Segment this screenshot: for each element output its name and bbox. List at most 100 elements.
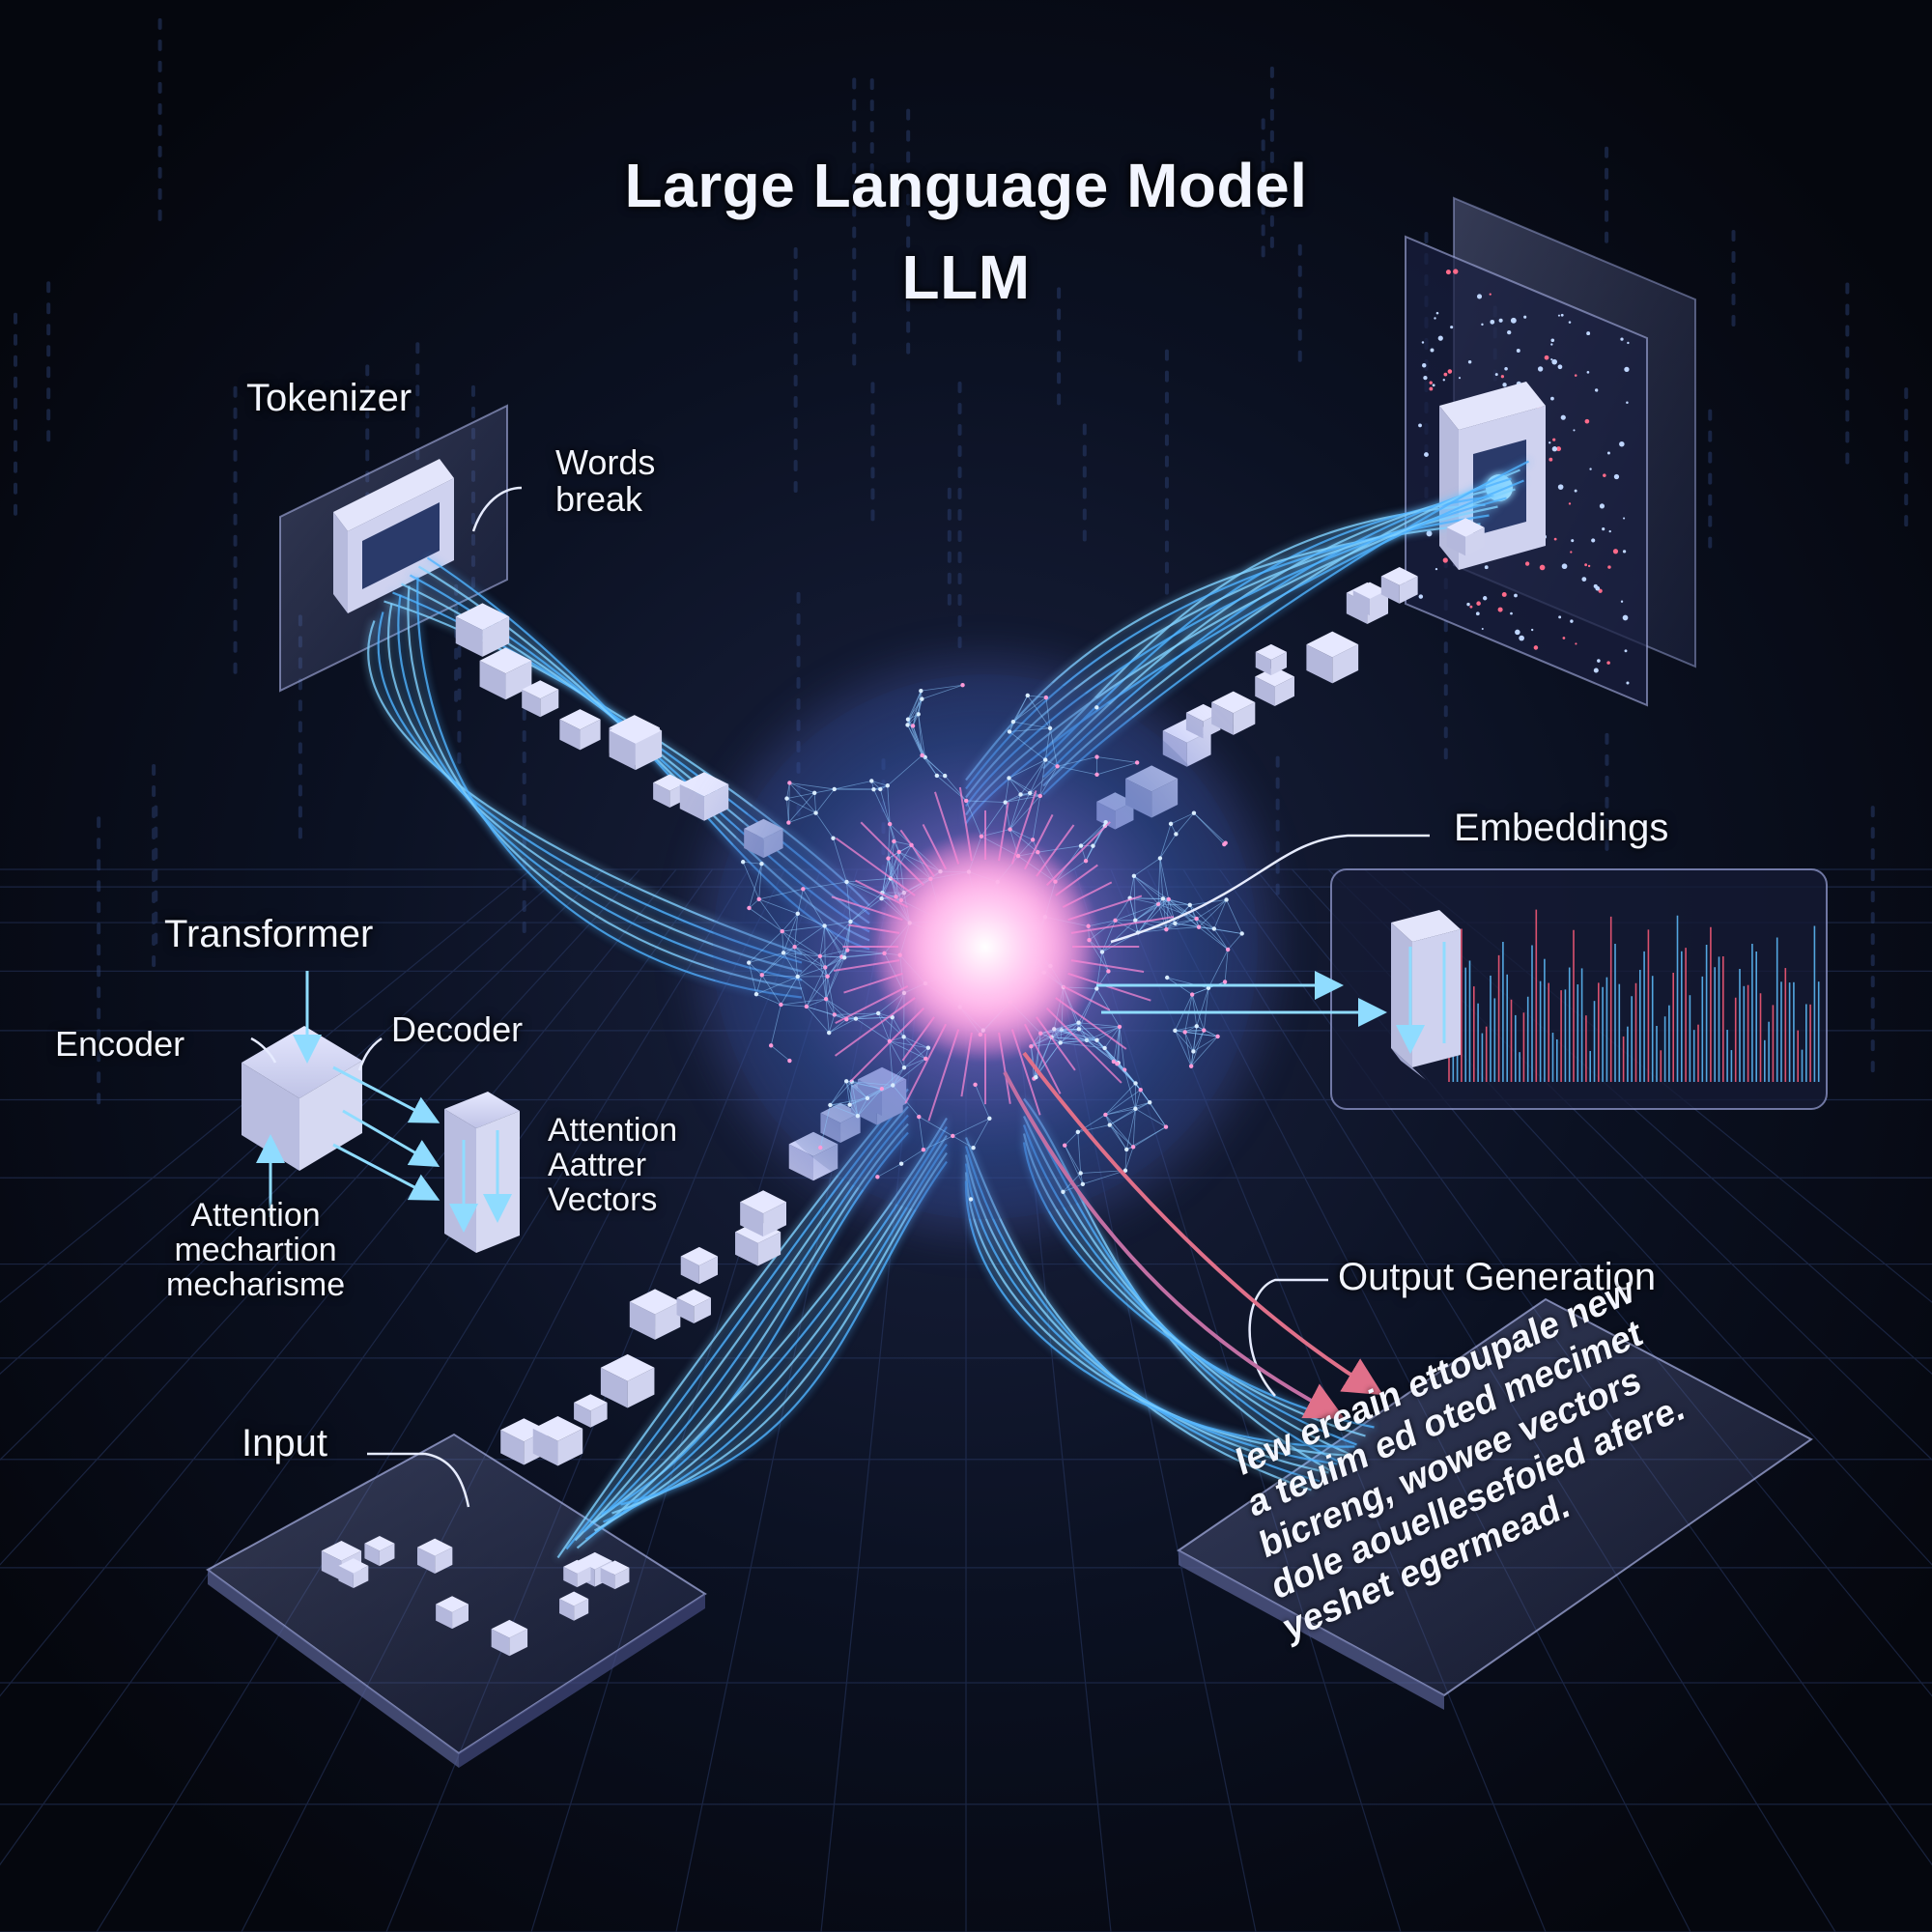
mesh-edge <box>1012 696 1047 723</box>
rain-glyph <box>1845 325 1850 337</box>
embedding-point <box>1435 311 1439 315</box>
mesh-edge <box>828 1014 836 1034</box>
rain-glyph <box>1870 997 1875 1009</box>
mesh-node <box>1191 1049 1196 1054</box>
rain-glyph <box>457 645 462 658</box>
mesh-node <box>886 856 891 861</box>
embedding-vector-spikes <box>1448 909 1820 1082</box>
rain-glyph <box>796 697 801 710</box>
rain-glyph <box>298 721 302 733</box>
output-generation-label: Output Generation <box>1338 1256 1657 1298</box>
embedding-point <box>1510 317 1517 324</box>
rain-glyph <box>157 17 162 30</box>
mesh-node <box>1147 1099 1152 1105</box>
token-cube <box>338 1558 369 1589</box>
mesh-edge <box>1060 1039 1097 1043</box>
mesh-edge <box>879 788 891 825</box>
rain-glyph <box>1275 777 1280 789</box>
embeddings-label: Embeddings <box>1454 807 1669 849</box>
rain-glyph <box>233 385 238 398</box>
token-cube <box>629 1289 681 1340</box>
rain-glyph <box>154 826 158 838</box>
rain-glyph <box>1443 748 1448 760</box>
mesh-edge <box>873 788 891 825</box>
mesh-edge <box>789 782 816 813</box>
grid-line <box>96 868 750 1932</box>
embedding-point <box>1443 372 1448 377</box>
rain-glyph <box>1870 891 1875 903</box>
rain-glyph <box>457 709 462 722</box>
mesh-edge <box>1170 812 1195 825</box>
mesh-edge <box>1009 778 1021 795</box>
mesh-edge <box>900 1149 924 1165</box>
mesh-edge <box>758 864 762 899</box>
token-cube <box>1306 631 1359 684</box>
core-ray <box>1062 881 1113 909</box>
mesh-edge <box>1196 918 1229 951</box>
mesh-edge <box>1005 802 1010 830</box>
mesh-node <box>1094 705 1099 710</box>
mesh-edge <box>1101 952 1109 972</box>
mesh-node <box>1102 1045 1107 1051</box>
rain-glyph <box>1269 108 1274 121</box>
rain-glyph <box>869 142 874 155</box>
embedding-point <box>1552 438 1556 441</box>
mesh-node <box>786 820 791 825</box>
mesh-edge <box>903 1037 926 1060</box>
embedding-point <box>1502 383 1507 387</box>
rain-glyph <box>522 878 526 891</box>
mesh-edge <box>1176 812 1195 835</box>
mesh-edge <box>1190 1030 1205 1066</box>
mesh-edge <box>1190 1036 1218 1067</box>
rain-glyph <box>298 763 302 776</box>
token-cube <box>559 709 601 751</box>
token-cube <box>491 1619 528 1657</box>
mesh-edge <box>898 844 912 853</box>
rain-glyph <box>1164 412 1169 425</box>
embedding-point <box>1603 473 1606 477</box>
embedding-point <box>1570 551 1573 554</box>
rain-glyph <box>793 310 798 323</box>
mesh-edge <box>888 840 895 859</box>
rain-glyph <box>157 187 162 200</box>
mesh-edge <box>850 897 882 923</box>
rain-glyph <box>1269 214 1274 227</box>
rain-glyph <box>46 324 51 336</box>
mesh-edge <box>788 812 816 823</box>
mesh-edge <box>1057 756 1097 767</box>
mesh-edge <box>1009 731 1046 760</box>
mesh-edge <box>1162 898 1167 930</box>
mesh-edge <box>857 1097 868 1117</box>
mesh-node <box>1113 918 1118 923</box>
mesh-edge <box>855 1018 891 1042</box>
mesh-edge <box>1149 1101 1167 1127</box>
mesh-node <box>1239 931 1244 936</box>
mesh-edge <box>758 888 804 900</box>
rain-glyph <box>1443 663 1448 675</box>
mesh-edge <box>1213 928 1229 951</box>
rain-glyph <box>1261 118 1265 130</box>
mesh-edge <box>1175 1025 1197 1032</box>
mesh-node <box>847 1102 852 1107</box>
rain-glyph <box>1269 66 1274 78</box>
rain-glyph <box>869 78 874 91</box>
mesh-edge <box>1063 1183 1084 1193</box>
rain-glyph <box>233 534 238 547</box>
embedding-point <box>1494 373 1498 377</box>
rain-glyph <box>796 655 801 668</box>
embedding-point <box>1523 315 1527 319</box>
mesh-edge <box>825 957 845 1000</box>
mesh-edge <box>786 798 816 813</box>
embedding-point <box>1575 642 1577 645</box>
core-ray <box>960 1032 973 1097</box>
embedding-point <box>1515 629 1520 636</box>
rain-glyph <box>1870 806 1875 818</box>
rain-glyph <box>1708 536 1713 549</box>
mesh-node <box>813 810 818 815</box>
rain-glyph <box>298 699 302 712</box>
mesh-edge <box>806 967 826 1008</box>
core-ray <box>848 923 900 934</box>
embedding-point <box>1553 537 1557 541</box>
mesh-node <box>1191 810 1197 815</box>
mesh-edge <box>1115 903 1159 922</box>
